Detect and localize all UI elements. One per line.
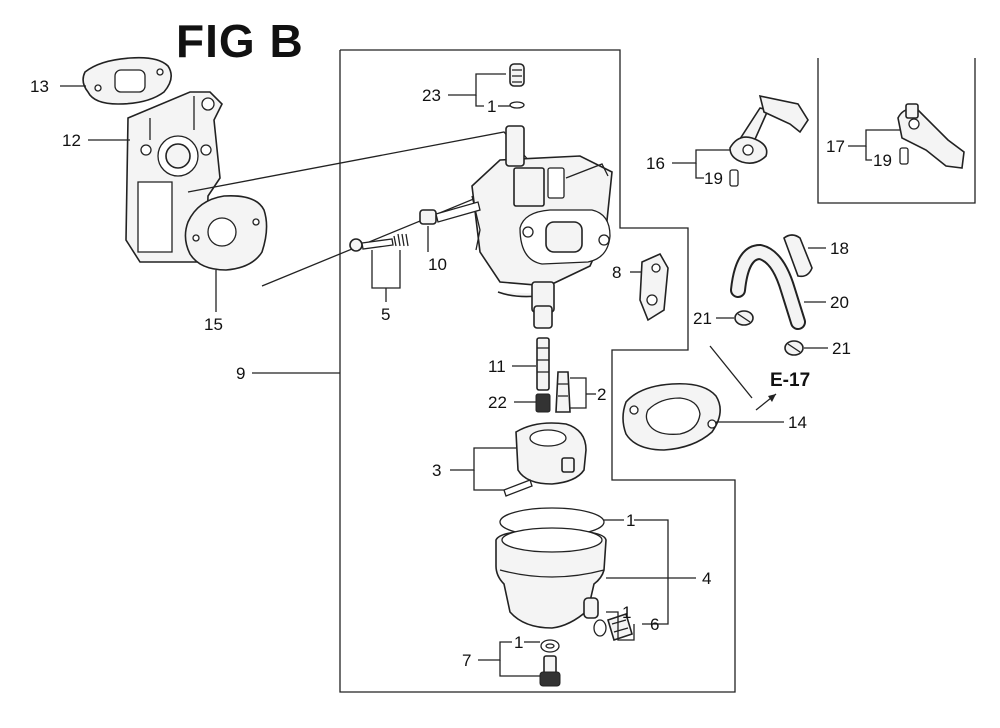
carburetor-body xyxy=(471,125,613,329)
callout-10: 10 xyxy=(428,255,447,274)
callout-19-b: 19 xyxy=(873,151,892,170)
leader-lines xyxy=(60,73,900,677)
fuel-hose-20 xyxy=(730,243,806,330)
callout-15: 15 xyxy=(204,315,223,334)
gasket-15 xyxy=(184,194,268,271)
drain-screw-6 xyxy=(593,612,633,642)
callout-3: 3 xyxy=(432,461,441,480)
callout-22: 22 xyxy=(488,393,507,412)
tube-18 xyxy=(783,234,813,278)
washer-19-b xyxy=(899,147,909,165)
callout-labels: 13 12 15 9 23 1 10 5 8 11 22 2 3 1 4 1 6… xyxy=(30,77,892,670)
main-nozzle-11 xyxy=(536,337,550,391)
callout-8: 8 xyxy=(612,263,621,282)
float-needle-2 xyxy=(555,371,571,413)
washer-1-bowl-bolt xyxy=(540,639,560,653)
callout-12: 12 xyxy=(62,131,81,150)
callout-19-a: 19 xyxy=(704,169,723,188)
callout-14: 14 xyxy=(788,413,807,432)
callout-2: 2 xyxy=(597,385,606,404)
callout-18: 18 xyxy=(830,239,849,258)
callout-16: 16 xyxy=(646,154,665,173)
main-jet-22 xyxy=(535,393,551,413)
hose-clip-21-a xyxy=(734,310,754,326)
carburetor-assembly-frame xyxy=(339,49,736,693)
washer-19-a xyxy=(729,169,739,187)
reference-e17: E-17 xyxy=(770,370,810,391)
callout-6: 6 xyxy=(650,615,659,634)
float-3 xyxy=(503,422,587,497)
callout-1-screw: 1 xyxy=(622,603,631,622)
callout-17: 17 xyxy=(826,137,845,156)
callout-20: 20 xyxy=(830,293,849,312)
callout-21-a: 21 xyxy=(693,309,712,328)
callout-21-b: 21 xyxy=(832,339,851,358)
callout-7: 7 xyxy=(462,651,471,670)
callout-9: 9 xyxy=(236,364,245,383)
callout-13: 13 xyxy=(30,77,49,96)
callout-23: 23 xyxy=(422,86,441,105)
pilot-screw-10 xyxy=(419,201,481,225)
o-ring-1-top xyxy=(509,101,525,109)
callout-5: 5 xyxy=(381,305,390,324)
fuel-valve-17 xyxy=(897,103,965,169)
float-valve-8 xyxy=(639,252,669,322)
figure-title: FIG B xyxy=(176,15,304,67)
float-bowl-4 xyxy=(495,527,607,629)
bowl-bolt-7 xyxy=(539,655,561,687)
choke-lever-16 xyxy=(729,94,809,164)
throttle-stop-screw-5 xyxy=(349,233,409,252)
callout-11: 11 xyxy=(488,357,506,376)
gasket-13 xyxy=(82,56,172,105)
callout-1-bowl: 1 xyxy=(626,511,635,530)
callout-4: 4 xyxy=(702,569,711,588)
screw-23 xyxy=(509,63,525,87)
hose-clip-21-b xyxy=(784,340,804,356)
callout-1-bolt: 1 xyxy=(514,633,523,652)
gasket-14 xyxy=(622,382,721,451)
fuel-valve-inset-frame xyxy=(817,58,976,204)
callout-1-top: 1 xyxy=(487,97,496,116)
